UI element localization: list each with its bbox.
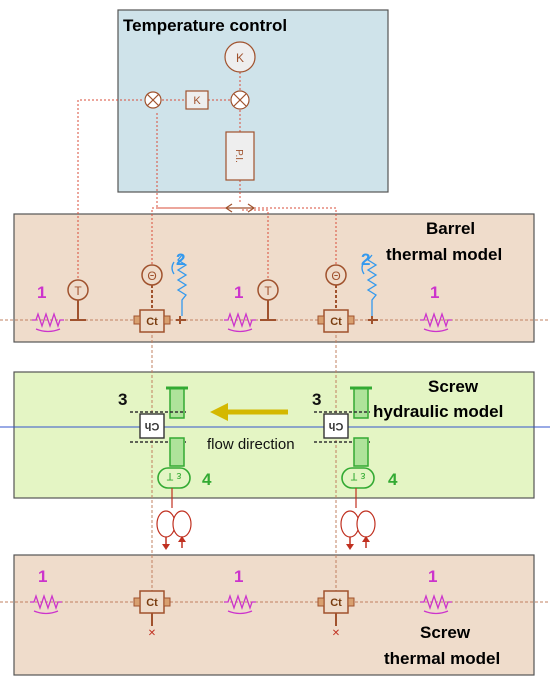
barrel-label-2b: 2	[361, 250, 370, 269]
hydraulic-label-4a: 4	[202, 470, 212, 489]
barrel-convection-1	[171, 254, 188, 316]
hydraulic-label-3b: 3	[312, 390, 321, 409]
svg-text:ε T: ε T	[350, 470, 365, 482]
temp-sensor-1: T	[67, 279, 89, 321]
screw-label-1b: 1	[234, 567, 243, 586]
hydraulic-capacity-2: Ch	[314, 386, 372, 467]
barrel-connector-1	[176, 316, 186, 324]
summing-junction-2	[230, 90, 250, 110]
screw-capacity-ct-1: Ct ✕	[133, 590, 171, 639]
svg-text:Ct: Ct	[146, 597, 158, 609]
screw-label-1c: 1	[428, 567, 437, 586]
heat-flux-source-2: Θ	[325, 264, 347, 310]
screw-resistor-2	[224, 593, 256, 615]
screw-resistor-1	[30, 593, 62, 615]
barrel-thermal-title-line2: thermal model	[386, 245, 502, 264]
pump-element-1: ε T	[157, 467, 191, 489]
hydraulic-label-3a: 3	[118, 390, 127, 409]
heat-exchange-2	[340, 488, 376, 550]
svg-text:✕: ✕	[332, 628, 340, 639]
flow-direction-arrow	[210, 403, 288, 421]
barrel-capacity-ct-2: Ct	[317, 309, 355, 333]
barrel-label-1a: 1	[37, 283, 46, 302]
summing-junction-1	[144, 91, 162, 109]
gain-k-block: K	[185, 90, 209, 110]
hydraulic-label-4b: 4	[388, 470, 398, 489]
vertical-couplings	[151, 320, 337, 602]
barrel-label-1b: 1	[234, 283, 243, 302]
barrel-resistor-2	[224, 311, 256, 333]
control-signal-lines	[77, 72, 337, 282]
svg-text:Θ: Θ	[331, 269, 340, 283]
svg-text:Ct: Ct	[146, 316, 158, 328]
svg-text:Ct: Ct	[330, 316, 342, 328]
screw-hydraulic-title-line2: hydraulic model	[373, 402, 503, 421]
svg-text:ε T: ε T	[166, 470, 181, 482]
svg-text:K: K	[193, 95, 201, 107]
barrel-label-1c: 1	[430, 283, 439, 302]
screw-label-1a: 1	[38, 567, 47, 586]
svg-text:Θ: Θ	[147, 269, 156, 283]
barrel-label-2a: 2	[176, 250, 185, 269]
heat-flux-source-1: Θ	[141, 264, 163, 310]
temp-sensor-2: T	[257, 279, 279, 321]
barrel-resistor-1	[32, 311, 64, 333]
signal-splitter	[224, 203, 256, 213]
svg-text:✕: ✕	[148, 628, 156, 639]
barrel-capacity-ct-1: Ct	[133, 309, 171, 333]
screw-resistor-3	[420, 593, 452, 615]
barrel-resistor-3	[420, 311, 452, 333]
svg-text:T: T	[264, 284, 272, 298]
svg-text:Ch: Ch	[328, 420, 343, 432]
heat-exchange-1	[156, 488, 192, 550]
barrel-thermal-title-line1: Barrel	[426, 219, 475, 238]
svg-text:Ch: Ch	[144, 420, 159, 432]
svg-text:T: T	[74, 284, 82, 298]
screw-thermal-panel	[13, 554, 535, 676]
barrel-connector-2	[368, 316, 378, 324]
screw-thermal-title-line2: thermal model	[384, 649, 500, 668]
screw-capacity-ct-2: Ct ✕	[317, 590, 355, 639]
pump-element-2: ε T	[341, 467, 375, 489]
temperature-control-title: Temperature control	[123, 16, 287, 35]
svg-text:Ct: Ct	[330, 597, 342, 609]
flow-direction-label: flow direction	[207, 436, 295, 453]
screw-thermal-title-line1: Screw	[420, 623, 471, 642]
svg-text:K: K	[236, 51, 244, 65]
hydraulic-capacity-1: Ch	[130, 386, 188, 467]
source-k-block: K	[224, 41, 256, 73]
svg-text:P.I.: P.I.	[233, 149, 244, 163]
screw-hydraulic-panel	[13, 371, 535, 499]
barrel-convection-2	[361, 254, 378, 316]
screw-hydraulic-title-line1: Screw	[428, 377, 479, 396]
pi-controller-block: P.I.	[225, 131, 255, 181]
